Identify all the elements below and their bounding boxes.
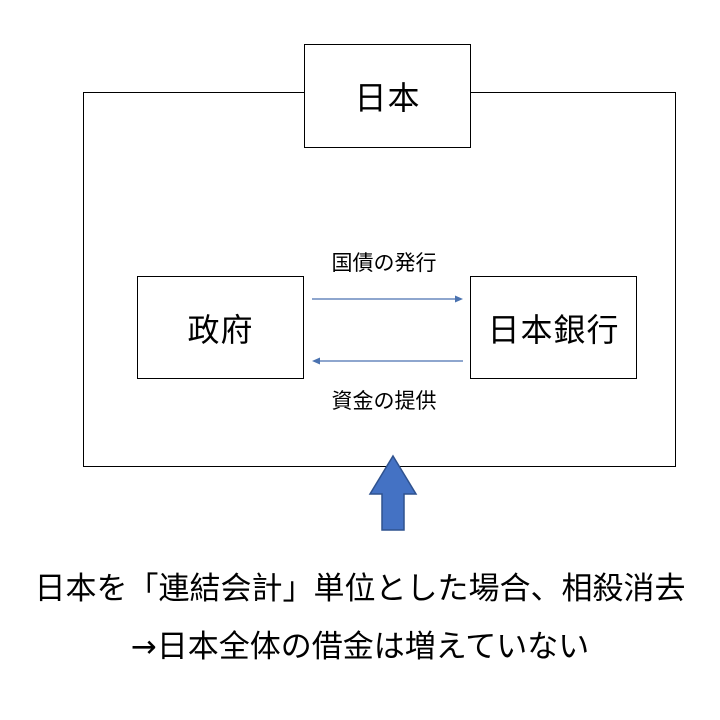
caption-consolidation: 日本を「連結会計」単位とした場合、相殺消去 xyxy=(34,571,686,607)
boj-box: 日本銀行 xyxy=(470,276,637,379)
government-label: 政府 xyxy=(187,310,254,349)
block-up-arrow-icon xyxy=(368,454,418,531)
japan-title-box: 日本 xyxy=(304,44,471,148)
fund-provision-label: 資金の提供 xyxy=(331,389,437,413)
caption-conclusion: →日本全体の借金は増えていない xyxy=(130,629,590,665)
bond-issuance-label: 国債の発行 xyxy=(331,251,437,275)
japan-title-label: 日本 xyxy=(354,79,421,117)
government-box: 政府 xyxy=(137,276,304,379)
boj-label: 日本銀行 xyxy=(487,310,620,349)
